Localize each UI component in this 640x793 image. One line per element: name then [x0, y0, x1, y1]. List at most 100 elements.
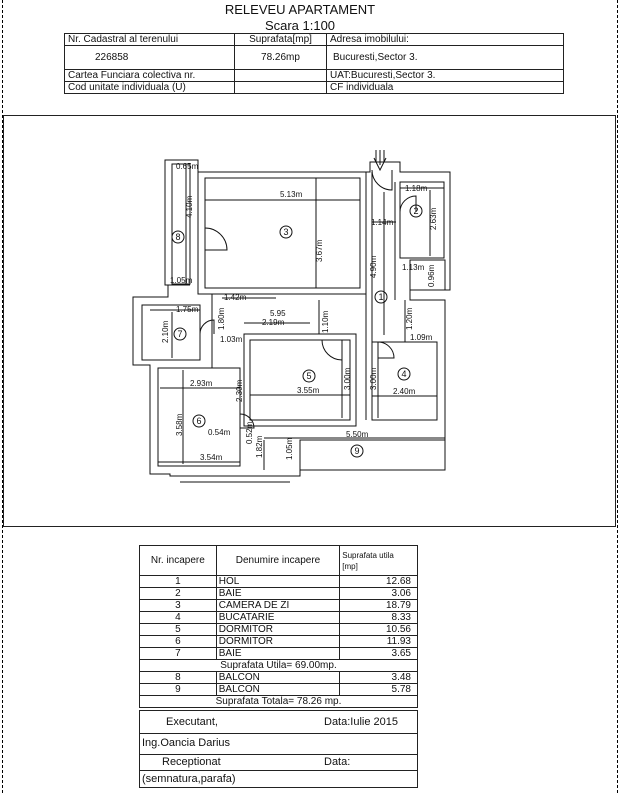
wall-room-3: [204, 177, 361, 289]
room-marker-circle: [173, 327, 187, 341]
wall-shaft: [409, 259, 446, 291]
dim-label: 1.05m: [285, 437, 294, 460]
dim-label: 3.54m: [200, 453, 223, 462]
balcony-8-inner: [171, 163, 191, 285]
dim-label: 4.90m: [369, 255, 378, 278]
dim-label: 3.00m: [369, 367, 378, 390]
dim-label: 1.14m: [371, 218, 394, 227]
dim-label: 1.10m: [321, 310, 330, 333]
door-arc: [377, 341, 395, 359]
dim-label: 3.58m: [175, 413, 184, 436]
door-arc: [199, 319, 215, 335]
room-marker: 5: [306, 371, 311, 381]
dim-label: 1.05m: [170, 276, 193, 285]
dim-label: 5.95: [270, 309, 286, 318]
room-marker-circle: [279, 225, 293, 239]
wall-room-8: [164, 159, 190, 286]
door-arc: [399, 195, 417, 213]
dim-label: 1.03m: [220, 335, 243, 344]
room-marker: 3: [283, 227, 288, 237]
reception-row: Receptionat Data:: [139, 754, 418, 771]
cadastral-info-table: Nr. Cadastral al terenului Suprafata[mp]…: [64, 33, 564, 94]
room-marker-circle: [374, 290, 388, 304]
room-marker: 6: [196, 416, 201, 426]
dim-label: 1.09m: [410, 333, 433, 342]
right-cut-line: [617, 0, 618, 793]
receptionat-label: Receptionat: [162, 756, 221, 768]
dim-label: 3.00m: [343, 367, 352, 390]
door-arc: [371, 169, 393, 191]
dim-label: 2.93m: [190, 379, 213, 388]
dim-label: 1.80m: [217, 307, 226, 330]
reception-date-label: Data:: [324, 756, 351, 768]
dim-label: 2.30m: [235, 379, 244, 402]
dim-label: 0.96m: [427, 264, 436, 287]
engineer-name: Ing.Oancia Darius: [142, 737, 231, 749]
room-marker: 9: [354, 446, 359, 456]
stamp-row: (semnatura,parafa): [139, 770, 418, 788]
document-title: RELEVEU APARTAMENT: [224, 2, 376, 17]
col-name-header: Denumire incapere: [215, 545, 341, 576]
room-marker-circle: [171, 230, 185, 244]
dim-label: 2.40m: [393, 387, 416, 396]
outer-wall: [132, 159, 451, 477]
room-marker-circle: [192, 414, 206, 428]
room-marker-circle: [397, 367, 411, 381]
dim-label: 1.75m: [176, 305, 199, 314]
address-value: Bucuresti,Sector 3.: [326, 45, 564, 70]
engineer-row: Ing.Oancia Darius: [139, 733, 418, 755]
dim-label: 1.18m: [405, 184, 428, 193]
unit-code-label: Cod unitate individuala (U): [64, 81, 235, 94]
wall-room-6: [157, 367, 241, 467]
left-cut-line: [2, 0, 3, 793]
dim-label: 2.10m: [161, 320, 170, 343]
dim-label: 2.19m: [262, 318, 285, 327]
executant-label: Executant,: [166, 716, 218, 728]
col-nr-header: Nr. incapere: [139, 545, 217, 576]
wall-room-5-outer: [243, 333, 357, 427]
walls: [132, 150, 451, 483]
useful-total-row: Suprafata Utila= 69.00mp.: [139, 659, 418, 672]
col-area-header: Suprafata utila [mp]: [339, 545, 418, 576]
dim-label: 1.82m: [255, 435, 264, 458]
grand-total-row: Suprafata Totala= 78.26 mp.: [139, 695, 418, 708]
room-marker: 1: [378, 292, 383, 302]
door-arc: [204, 227, 228, 251]
dimension-labels: 0.65m 4.10m 5.13m 3.67m 1.14m 4.90m 1.18…: [161, 162, 438, 462]
room-marker-circle: [350, 444, 364, 458]
room-markers: 1 2 3 4 5 6 7 8 9: [171, 204, 423, 458]
executant-row: Executant, Data:Iulie 2015: [139, 710, 418, 734]
dim-label: 1.42m: [224, 293, 247, 302]
dim-label: 3.55m: [297, 386, 320, 395]
wall-room-9: [299, 439, 446, 471]
door-arc: [321, 339, 343, 361]
dim-label: 3.67m: [315, 239, 324, 262]
wall-room-4: [371, 341, 438, 421]
dim-label: 1.13m: [402, 263, 425, 272]
room-marker: 4: [401, 369, 406, 379]
dim-label: 4.10m: [185, 195, 194, 218]
dim-label: 0.54m: [208, 428, 231, 437]
room-marker: 7: [177, 329, 182, 339]
dim-label: 0.52m: [245, 421, 254, 444]
door-arc: [239, 413, 255, 429]
cf-label: CF individuala: [326, 81, 564, 94]
wall-room-2: [399, 181, 445, 259]
dim-label: 2.63m: [429, 207, 438, 230]
stamp-label: (semnatura,parafa): [142, 773, 236, 785]
room-marker: 2: [413, 206, 418, 216]
wall-room-5: [249, 339, 351, 421]
dim-label: 1.20m: [405, 307, 414, 330]
dim-label: 5.50m: [346, 430, 369, 439]
execution-date: Data:Iulie 2015: [324, 716, 398, 728]
scale-label: Scara 1:100: [264, 18, 336, 33]
